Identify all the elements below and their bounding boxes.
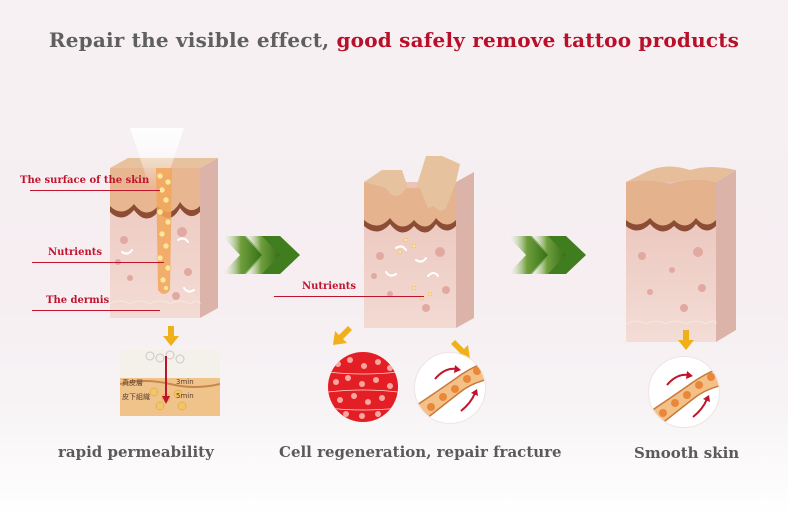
headline: Repair the visible effect, good safely r…: [0, 28, 788, 52]
arrow-down-icon-3: [678, 330, 694, 354]
skin-block-permeability: [100, 128, 230, 324]
inset-row1-time: 3min: [176, 378, 194, 386]
caption-cell-regeneration: Cell regeneration, repair fracture: [279, 443, 562, 461]
skin-block-regeneration: [356, 148, 496, 338]
label-dermis: The dermis: [46, 295, 110, 306]
inset-row2-text: 皮下組織: [122, 393, 150, 401]
headline-part-1: Repair the visible effect,: [48, 28, 337, 52]
inset-row2-time: 5min: [176, 392, 194, 400]
label-nutrients-middle: Nutrients: [302, 281, 356, 292]
fiber-repair-circle: [414, 352, 486, 424]
arrow-down-right-icon: [451, 340, 471, 364]
inset-row1-text: 真皮層: [122, 379, 143, 387]
penetration-time-inset: [120, 350, 220, 416]
chevron-arrows-icon-1: [222, 236, 302, 278]
headline-part-2: good safely remove tattoo products: [336, 28, 740, 52]
arrow-down-icon-1: [163, 326, 179, 350]
skin-block-smooth: [620, 152, 746, 348]
cell-regeneration-circle: [328, 352, 398, 422]
label-line-nutrients-middle: [274, 296, 424, 297]
smooth-skin-circle: [648, 356, 720, 428]
label-line-nutrients-left: [32, 262, 164, 263]
label-surface-of-skin: The surface of the skin: [20, 175, 150, 186]
label-line-surface: [30, 190, 160, 191]
label-line-dermis: [32, 310, 160, 311]
chevron-arrows-icon-2: [508, 236, 588, 278]
caption-smooth-skin: Smooth skin: [634, 444, 740, 462]
caption-rapid-permeability: rapid permeability: [58, 443, 214, 461]
arrow-down-left-icon: [332, 326, 352, 350]
label-nutrients-left: Nutrients: [48, 247, 102, 258]
